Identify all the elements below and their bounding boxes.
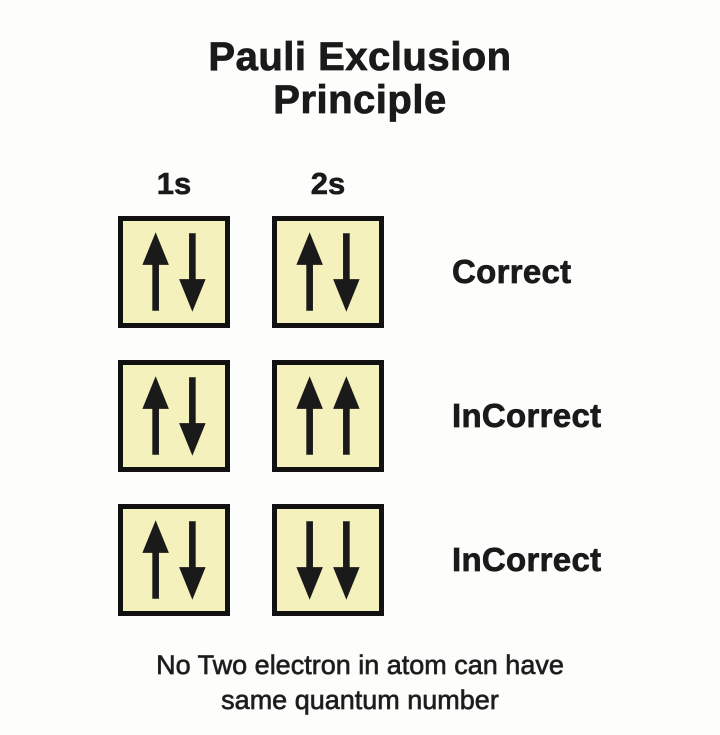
row-label-incorrect: InCorrect <box>452 541 602 579</box>
orbital-row-incorrect-2: InCorrect <box>118 504 720 617</box>
column-headers: 1s 2s <box>118 162 720 202</box>
orbital-box-2s <box>272 504 384 617</box>
spin-arrows-up-down <box>142 376 206 457</box>
spin-arrows-up-down <box>296 232 360 313</box>
orbital-box-1s <box>118 504 230 617</box>
orbital-board: 1s 2s Correct InCorrect InCorrect <box>0 162 720 617</box>
page-title: Pauli Exclusion Principle <box>208 35 512 123</box>
row-label-incorrect: InCorrect <box>452 397 602 435</box>
spin-arrows-up-up <box>296 376 360 456</box>
column-header-2s: 2s <box>310 166 346 202</box>
row-label-correct: Correct <box>452 253 572 291</box>
orbital-row-correct: Correct <box>118 216 720 329</box>
spin-arrows-up-down <box>142 232 206 313</box>
orbital-box-1s <box>118 360 230 473</box>
spin-arrows-down-down <box>296 521 360 601</box>
orbital-row-incorrect-1: InCorrect <box>118 360 720 473</box>
principle-statement: No Two electron in atom can have same qu… <box>156 650 564 715</box>
orbital-box-2s <box>272 216 384 329</box>
orbital-box-2s <box>272 360 384 473</box>
column-header-1s: 1s <box>156 166 192 202</box>
orbital-box-1s <box>118 216 230 329</box>
spin-arrows-up-down <box>142 520 206 601</box>
